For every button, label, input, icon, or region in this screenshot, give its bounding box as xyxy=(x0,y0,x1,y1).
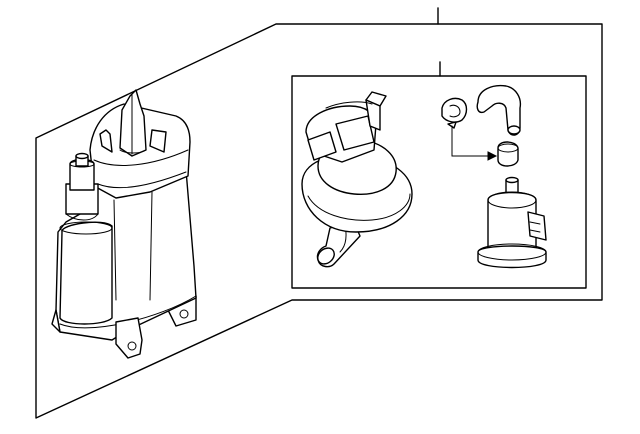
purge-valve xyxy=(301,91,413,268)
hose-clamp xyxy=(441,97,468,129)
vent-hose xyxy=(476,84,522,136)
evap-canister xyxy=(51,89,197,359)
vent-filter xyxy=(477,176,547,269)
connection-arrow xyxy=(451,125,498,161)
sub-assembly-box xyxy=(291,75,587,289)
hose-clamp-lower xyxy=(497,141,519,167)
assembly-panel xyxy=(35,23,603,419)
